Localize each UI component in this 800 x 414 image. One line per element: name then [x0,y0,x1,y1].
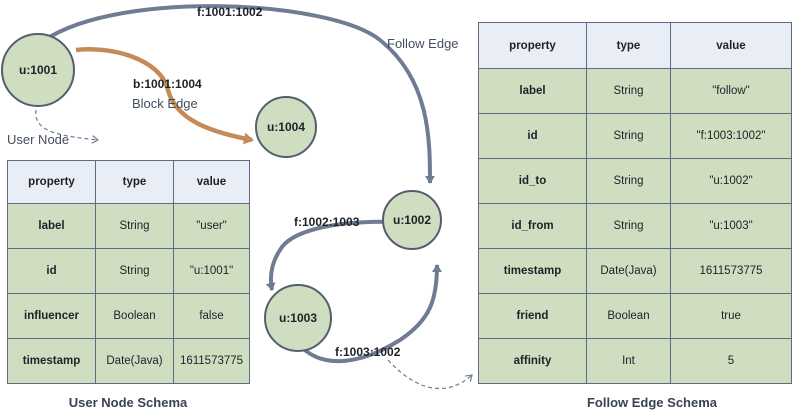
cell-value: "user" [173,203,250,249]
cell-property: id [478,113,587,159]
table-row: affinity Int 5 [478,338,792,384]
cell-value: true [670,293,792,339]
cell-type: String [586,203,671,249]
cell-property: id [7,248,96,294]
follow-edge-dashed-pointer [387,359,472,390]
edge-label-follow-bottom: f:1003:1002 [335,345,401,359]
caption-block-edge: Block Edge [132,96,198,111]
cell-type: Date(Java) [95,338,174,384]
cell-value: false [173,293,250,339]
cell-value: 1611573775 [670,248,792,294]
header-property: property [478,22,587,69]
cell-property: influencer [7,293,96,339]
follow-edge-schema-title: Follow Edge Schema [586,395,718,410]
node-label-u1004: u:1004 [266,120,306,134]
edge-label-follow-mid: f:1002:1003 [294,215,360,229]
node-u1001[interactable] [1,33,75,107]
caption-user-node: User Node [7,132,70,147]
header-type: type [586,22,671,69]
edge-label-follow-top: f:1001:1002 [197,5,263,19]
follow-edge-mid [265,219,399,291]
table-row: friend Boolean true [478,293,792,339]
user-node-dashed-pointer [35,109,98,140]
cell-value: "u:1002" [670,158,792,204]
cell-type: String [586,113,671,159]
cell-property: label [7,203,96,249]
node-label-u1002: u:1002 [392,213,432,227]
cell-property: friend [478,293,587,339]
table-row: timestamp Date(Java) 1611573775 [7,338,250,384]
header-property: property [7,160,96,204]
cell-type: String [586,68,671,114]
cell-type: Int [586,338,671,384]
cell-type: String [95,203,174,249]
node-label-u1001: u:1001 [18,63,58,77]
cell-value: "u:1001" [173,248,250,294]
header-type: type [95,160,174,204]
cell-type: Boolean [586,293,671,339]
table-row: id_to String "u:1002" [478,158,792,204]
header-value: value [173,160,250,204]
node-u1004[interactable] [255,96,317,158]
follow-edge-bottom [296,264,442,363]
block-edge [75,47,254,145]
node-label-u1003: u:1003 [278,311,318,325]
table-row: id_from String "u:1003" [478,203,792,249]
cell-value: 5 [670,338,792,384]
cell-property: affinity [478,338,587,384]
cell-property: timestamp [7,338,96,384]
table-row: label String "user" [7,203,250,249]
user-node-schema-table: property type value label String "user" … [7,160,250,384]
cell-type: String [586,158,671,204]
node-u1003[interactable] [264,284,332,352]
follow-edge-schema-table: property type value label String "follow… [478,22,792,384]
cell-property: id_from [478,203,587,249]
cell-property: label [478,68,587,114]
table-row: influencer Boolean false [7,293,250,339]
caption-follow-edge: Follow Edge [387,36,459,51]
node-u1002[interactable] [382,190,442,250]
cell-value: "f:1003:1002" [670,113,792,159]
table-row: id String "f:1003:1002" [478,113,792,159]
cell-type: Date(Java) [586,248,671,294]
table-row: label String "follow" [478,68,792,114]
follow-edge-top [43,4,435,184]
table-header-row: property type value [478,22,792,69]
cell-value: "follow" [670,68,792,114]
table-header-row: property type value [7,160,250,204]
table-row: timestamp Date(Java) 1611573775 [478,248,792,294]
edge-label-block: b:1001:1004 [133,77,202,91]
cell-value: 1611573775 [173,338,250,384]
cell-property: timestamp [478,248,587,294]
cell-property: id_to [478,158,587,204]
cell-value: "u:1003" [670,203,792,249]
cell-type: Boolean [95,293,174,339]
table-row: id String "u:1001" [7,248,250,294]
user-node-schema-title: User Node Schema [68,395,188,410]
cell-type: String [95,248,174,294]
header-value: value [670,22,792,69]
